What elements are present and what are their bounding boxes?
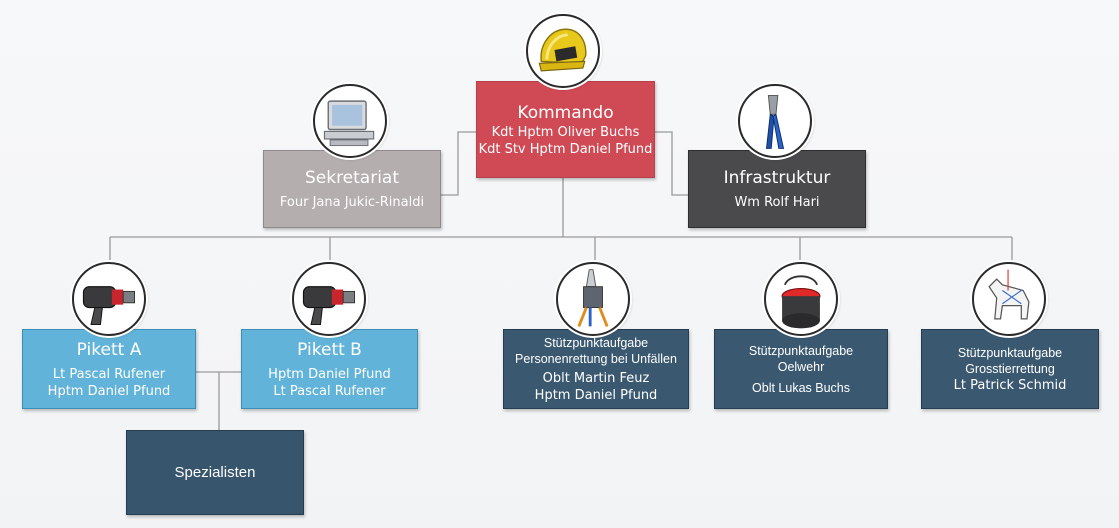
oelwehr-title-2: Oelwehr xyxy=(777,359,825,374)
grosstier-title-1: Stützpunktaufgabe xyxy=(957,345,1063,360)
pikett-a-line-2: Hptm Daniel Pfund xyxy=(47,383,171,399)
pliers-icon xyxy=(738,84,812,158)
sekretariat-title: Sekretariat xyxy=(304,168,400,188)
oelwehr-line-1: Oblt Lukas Buchs xyxy=(752,380,850,395)
pikett-a-line-1: Lt Pascal Rufener xyxy=(52,366,166,382)
spezialisten-box[interactable]: Spezialisten xyxy=(126,430,304,515)
infrastruktur-title: Infrastruktur xyxy=(723,168,831,188)
oelwehr-box[interactable]: Stützpunktaufgabe Oelwehr Oblt Lukas Buc… xyxy=(714,329,888,409)
computer-icon xyxy=(313,84,387,158)
infrastruktur-box[interactable]: Infrastruktur Wm Rolf Hari xyxy=(688,150,866,228)
personenrettung-title-1: Stützpunktaufgabe xyxy=(543,335,649,350)
pikett-b-title: Pikett B xyxy=(297,339,362,360)
sekretariat-box[interactable]: Sekretariat Four Jana Jukic-Rinaldi xyxy=(263,150,441,228)
hose-nozzle-icon xyxy=(292,262,366,336)
connector-spezialisten xyxy=(196,371,241,430)
sekretariat-line-1: Four Jana Jukic-Rinaldi xyxy=(279,195,425,210)
pikett-b-box[interactable]: Pikett B Hptm Daniel Pfund Lt Pascal Ruf… xyxy=(241,329,418,409)
pikett-a-box[interactable]: Pikett A Lt Pascal Rufener Hptm Daniel P… xyxy=(22,329,196,409)
grosstier-title-2: Grosstierrettung xyxy=(965,361,1055,376)
personenrettung-line-2: Hptm Daniel Pfund xyxy=(534,387,658,403)
grosstier-box[interactable]: Stützpunktaufgabe Grosstierrettung Lt Pa… xyxy=(921,329,1099,409)
kommando-title: Kommando xyxy=(517,102,614,123)
connector-infrastruktur xyxy=(655,131,688,196)
pikett-b-line-2: Lt Pascal Rufener xyxy=(273,383,386,399)
horse-harness-icon xyxy=(972,262,1046,336)
personenrettung-line-1: Oblt Martin Feuz xyxy=(542,370,650,386)
rescue-spreader-icon xyxy=(556,262,630,336)
fire-helmet-icon xyxy=(526,14,600,88)
personenrettung-box[interactable]: Stützpunktaufgabe Personenrettung bei Un… xyxy=(503,329,689,409)
hose-nozzle-icon xyxy=(72,262,146,336)
oil-barrier-icon xyxy=(764,262,838,336)
pikett-a-title: Pikett A xyxy=(76,339,142,360)
spezialisten-title: Spezialisten xyxy=(174,463,256,481)
kommando-line-1: Kdt Hptm Oliver Buchs xyxy=(491,124,640,140)
personenrettung-title-2: Personenrettung bei Unfällen xyxy=(515,351,677,366)
connector-sekretariat xyxy=(441,131,476,196)
oelwehr-title-1: Stützpunktaufgabe xyxy=(748,343,854,358)
grosstier-line-1: Lt Patrick Schmid xyxy=(953,377,1067,393)
pikett-b-line-1: Hptm Daniel Pfund xyxy=(268,366,391,382)
infrastruktur-line-1: Wm Rolf Hari xyxy=(734,195,820,210)
kommando-box[interactable]: Kommando Kdt Hptm Oliver Buchs Kdt Stv H… xyxy=(476,81,655,178)
kommando-line-2: Kdt Stv Hptm Daniel Pfund xyxy=(478,141,653,157)
